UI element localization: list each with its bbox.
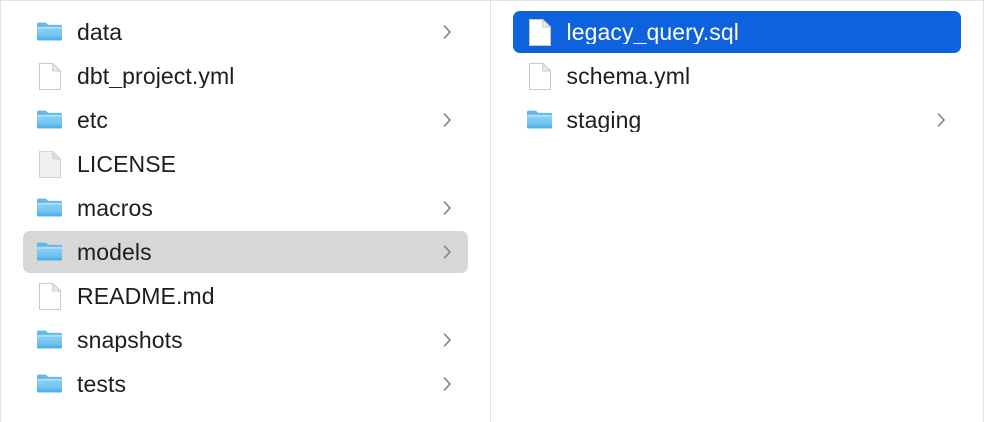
item-label: etc [77, 108, 108, 132]
chevron-right-icon[interactable] [442, 375, 454, 393]
document-icon [525, 61, 555, 91]
folder-row[interactable]: models [23, 231, 468, 273]
folder-icon [35, 105, 65, 135]
folder-icon [35, 17, 65, 47]
folder-row[interactable]: tests [23, 363, 468, 405]
folder-icon [35, 369, 65, 399]
item-label: models [77, 240, 152, 264]
item-label: data [77, 20, 123, 44]
file-row[interactable]: schema.yml [513, 55, 962, 97]
file-row[interactable]: dbt_project.yml [23, 55, 468, 97]
folder-icon [525, 105, 555, 135]
item-label: staging [566, 108, 642, 132]
chevron-right-icon[interactable] [935, 111, 947, 129]
item-label: LICENSE [77, 152, 177, 176]
item-label: dbt_project.yml [77, 64, 235, 88]
folder-row[interactable]: data [23, 11, 468, 53]
item-label: README.md [77, 284, 215, 308]
item-label: schema.yml [566, 64, 691, 88]
folder-icon [35, 325, 65, 355]
chevron-right-icon[interactable] [442, 199, 454, 217]
item-label: tests [77, 372, 127, 396]
chevron-right-icon[interactable] [442, 111, 454, 129]
folder-row[interactable]: staging [513, 99, 962, 141]
item-label: snapshots [77, 328, 183, 352]
item-label: legacy_query.sql [566, 20, 739, 44]
folder-row[interactable]: etc [23, 99, 468, 141]
plain-document-icon [35, 149, 65, 179]
folder-row[interactable]: macros [23, 187, 468, 229]
chevron-right-icon[interactable] [442, 331, 454, 349]
document-icon [35, 281, 65, 311]
file-row[interactable]: LICENSE [23, 143, 468, 185]
folder-row[interactable]: snapshots [23, 319, 468, 361]
document-icon [35, 61, 65, 91]
item-label: macros [77, 196, 154, 220]
file-row[interactable]: legacy_query.sql [512, 11, 961, 53]
file-row[interactable]: README.md [23, 275, 468, 317]
folder-icon [35, 193, 65, 223]
document-icon [525, 17, 555, 47]
folder-icon [35, 237, 65, 267]
chevron-right-icon[interactable] [442, 243, 454, 261]
column-child: legacy_query.sql schema.yml staging [490, 1, 983, 422]
chevron-right-icon[interactable] [442, 23, 454, 41]
